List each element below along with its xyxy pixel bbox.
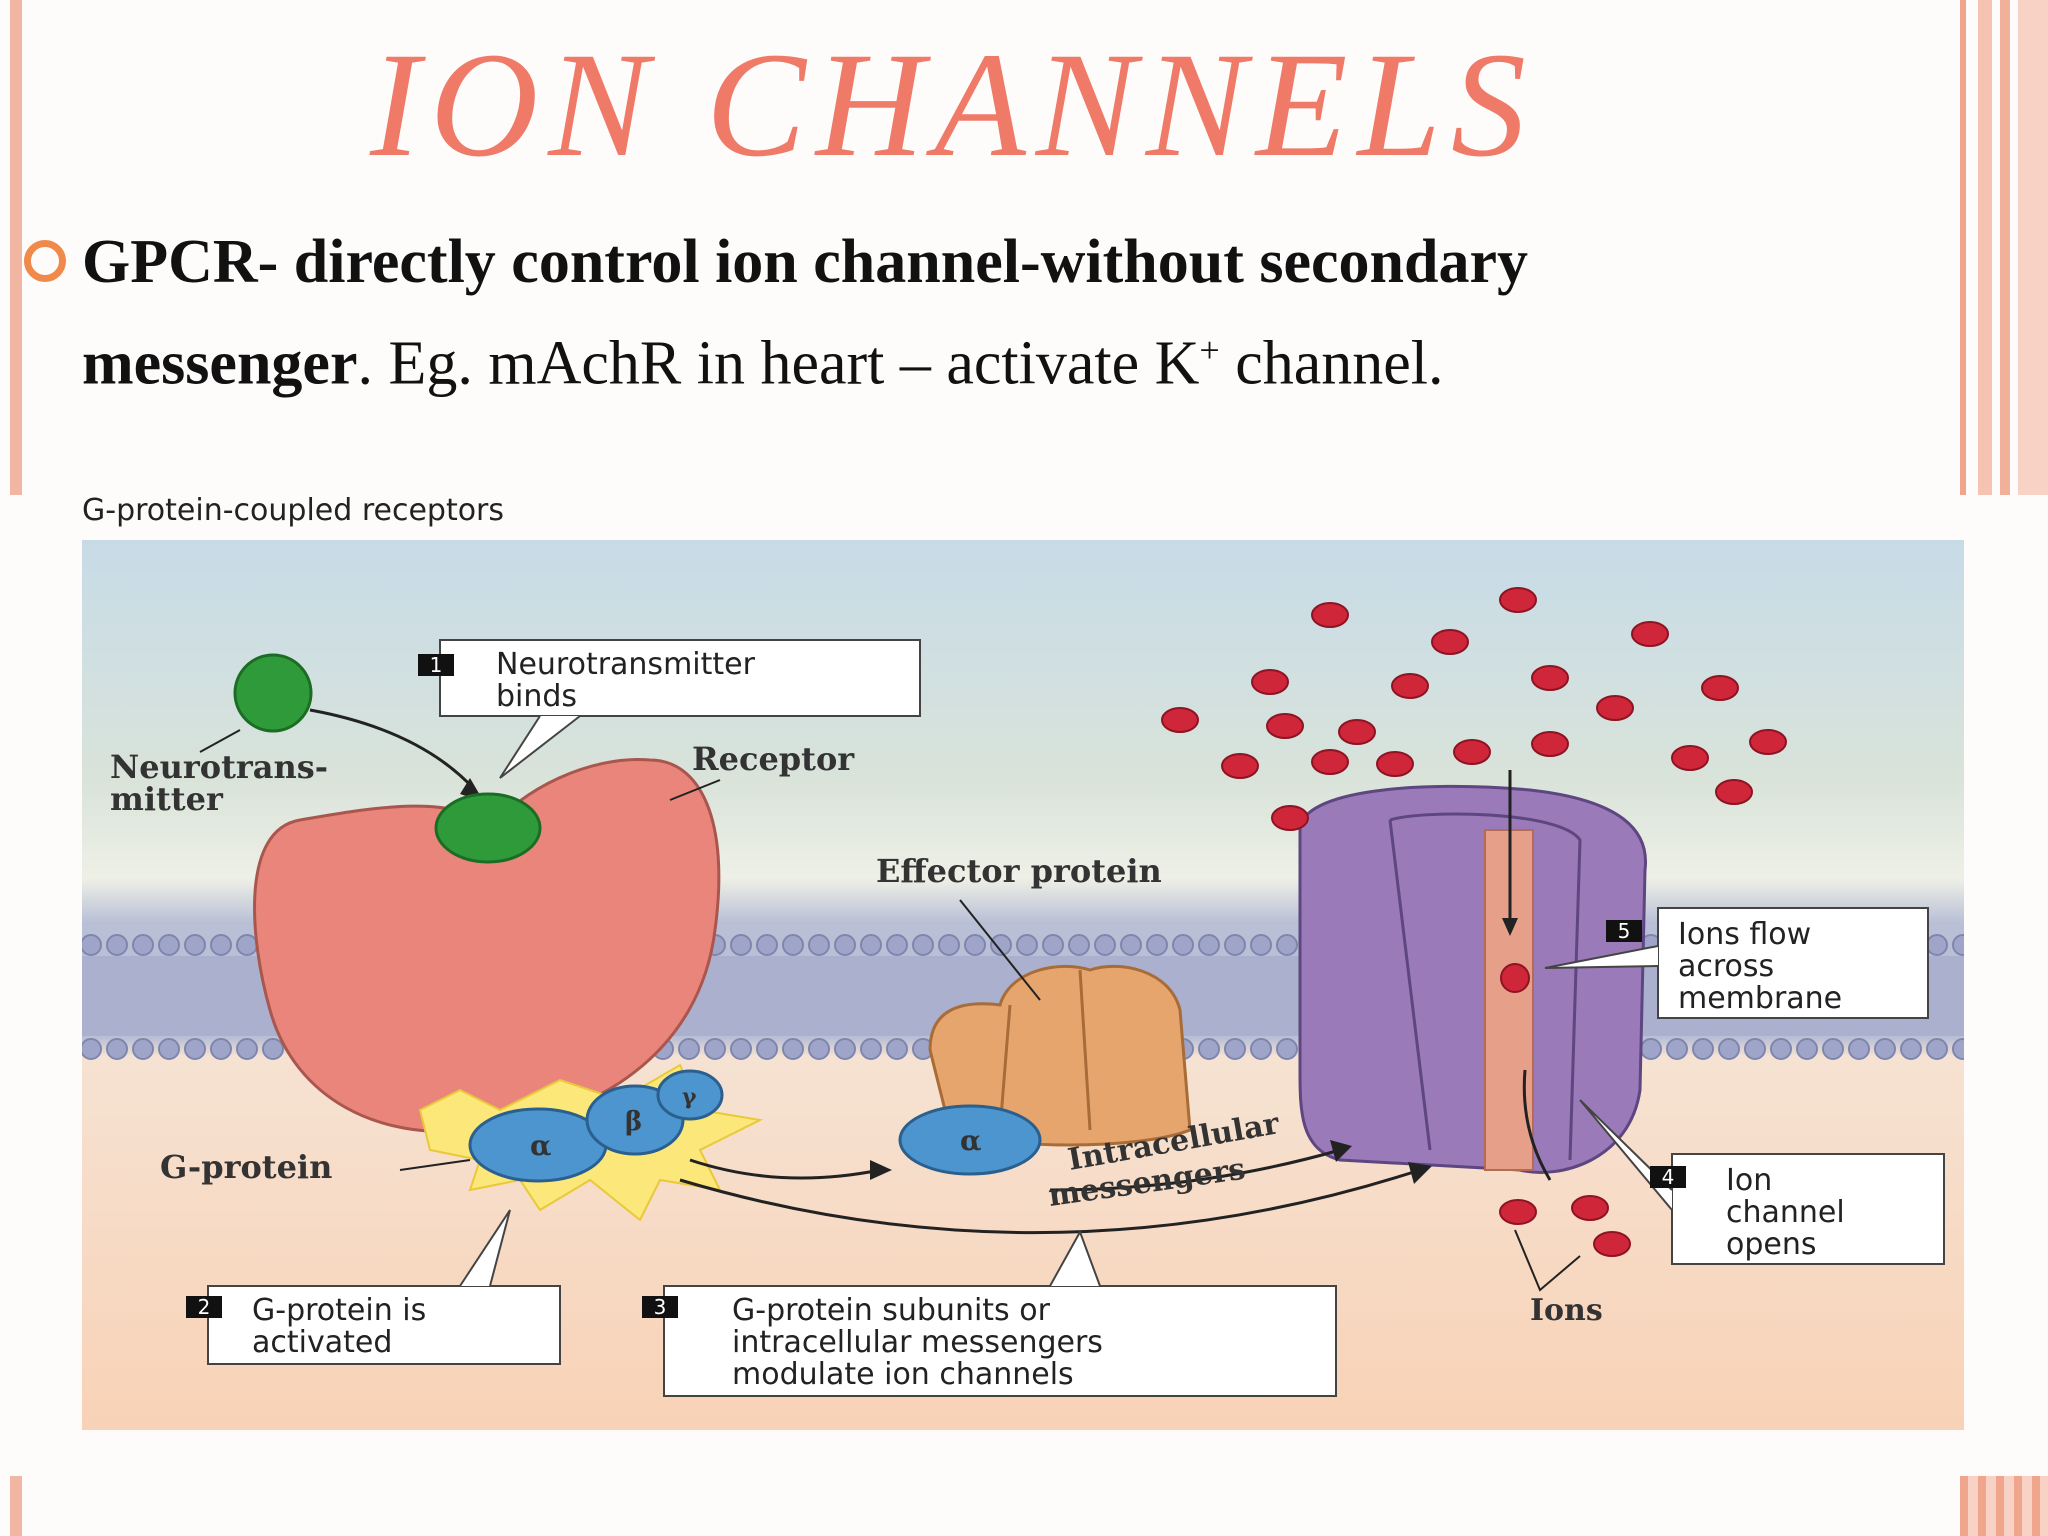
step-2-line1: G-protein is xyxy=(252,1293,426,1328)
effector-label: Effector protein xyxy=(876,852,1162,890)
ion-channel-folds xyxy=(1388,812,1582,1161)
step-1-number: 1 xyxy=(430,653,443,677)
bullet-text: GPCR- directly control ion channel-witho… xyxy=(82,218,1942,408)
slide-title: ION CHANNELS xyxy=(370,22,1536,188)
effector-protein xyxy=(928,964,1192,1147)
right-accent-stripe-bottom xyxy=(1960,1476,2048,1536)
left-accent-stripe-bottom xyxy=(10,1476,22,1536)
receptor-label: Receptor xyxy=(692,740,855,778)
bullet-end-text: channel. xyxy=(1219,329,1444,398)
step-2-line2: activated xyxy=(252,1325,392,1360)
bullet-rest-text: . Eg. mAchR in heart – activate K xyxy=(357,329,1200,398)
ions-label: Ions xyxy=(1530,1293,1603,1328)
effector-alpha-label: α xyxy=(960,1124,982,1157)
step-3-line2: intracellular messengers xyxy=(732,1325,1103,1360)
right-accent-stripe-2 xyxy=(1978,0,1992,495)
figure-heading: G-protein-coupled receptors xyxy=(82,493,504,528)
ions-pointer xyxy=(1514,1229,1581,1292)
ion-exit-arrow xyxy=(1522,1069,1552,1181)
g-protein-label: G-protein xyxy=(160,1148,332,1186)
beta-label: β xyxy=(625,1107,642,1137)
step-4-callout: 4 Ion channel opens xyxy=(1579,1099,1945,1265)
step-4-line3: opens xyxy=(1726,1227,1817,1262)
g-protein-to-effector-arrow xyxy=(689,1158,881,1180)
left-accent-stripe xyxy=(10,0,22,495)
gpcr-diagram: G-protein-coupled receptors α β γ α xyxy=(82,493,1964,1430)
gamma-label: γ xyxy=(682,1084,697,1110)
step-3-line1: G-protein subunits or xyxy=(732,1293,1051,1328)
bullet-bold-text: GPCR- directly control ion channel-witho… xyxy=(82,228,1529,296)
step-2-callout: 2 G-protein is activated xyxy=(186,1209,561,1365)
extracellular-ions xyxy=(1161,587,1787,831)
bullet-marker xyxy=(24,240,66,282)
ion-flow-arrowhead xyxy=(1502,918,1518,936)
effector-pointer xyxy=(959,899,1041,1001)
bullet-bold-text-2: messenger xyxy=(82,329,358,398)
potassium-superscript: + xyxy=(1199,330,1220,370)
g-protein-to-effector-arrowhead xyxy=(870,1160,892,1180)
right-accent-stripe-3 xyxy=(2000,0,2010,495)
receptor-pointer xyxy=(669,779,721,801)
step-5-line3: membrane xyxy=(1678,981,1842,1016)
messenger-arrow-short xyxy=(1049,1148,1341,1192)
neurotransmitter-molecule xyxy=(233,653,313,733)
right-accent-stripe-4 xyxy=(2018,0,2048,495)
ion-channel xyxy=(1298,784,1648,1174)
neurotransmitter-label-line2: mitter xyxy=(110,780,224,818)
step-2-number: 2 xyxy=(198,1295,211,1319)
step-5-number: 5 xyxy=(1618,919,1631,943)
intracellular-ions xyxy=(1499,1195,1631,1257)
neurotransmitter-pointer xyxy=(199,729,241,753)
step-4-line1: Ion xyxy=(1726,1163,1772,1198)
g-protein-pointer xyxy=(399,1159,471,1171)
neurotransmitter-label-line1: Neurotrans- xyxy=(110,748,328,786)
messenger-arrowhead-short xyxy=(1330,1140,1352,1162)
bound-neurotransmitter xyxy=(434,792,542,864)
messenger-arrowhead-long xyxy=(1408,1162,1432,1184)
messenger-arrow-long xyxy=(679,1168,1421,1235)
step-1-line2: binds xyxy=(496,679,577,714)
step-3-callout: 3 G-protein subunits or intracellular me… xyxy=(642,1229,1337,1397)
ion-in-pore xyxy=(1500,963,1530,993)
step-4-line2: channel xyxy=(1726,1195,1845,1230)
step-5-callout: 5 Ions flow across membrane xyxy=(1544,907,1929,1019)
right-accent-stripe-1 xyxy=(1960,0,1966,495)
step-3-number: 3 xyxy=(654,1295,667,1319)
step-4-number: 4 xyxy=(1662,1165,1675,1189)
ligand-arrow xyxy=(309,708,477,792)
step-5-line2: across xyxy=(1678,949,1774,984)
alpha-label: α xyxy=(530,1129,552,1162)
step-5-line1: Ions flow xyxy=(1678,917,1811,952)
step-3-line3: modulate ion channels xyxy=(732,1357,1074,1392)
step-1-line1: Neurotransmitter xyxy=(496,647,756,682)
effector-g-alpha xyxy=(898,1104,1042,1176)
step-1-callout: 1 Neurotransmitter binds xyxy=(418,639,921,779)
g-gamma-subunit xyxy=(656,1069,724,1121)
